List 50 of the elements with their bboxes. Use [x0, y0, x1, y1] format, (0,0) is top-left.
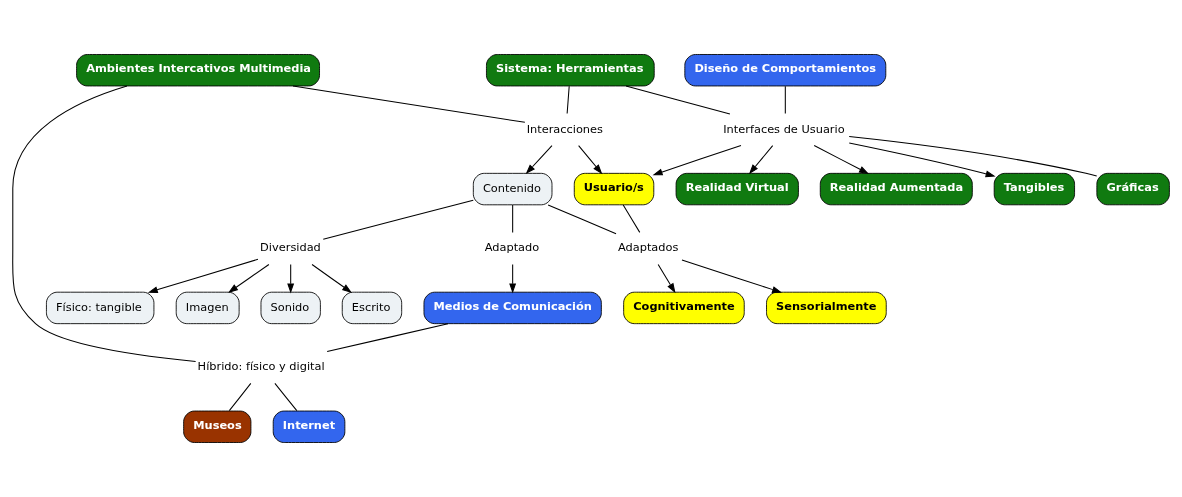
arrow	[525, 145, 553, 175]
connector	[625, 85, 731, 115]
node-box: Internet	[272, 410, 346, 443]
node-text: Interfaces de Usuario	[723, 121, 845, 136]
arrow	[813, 145, 869, 174]
arrow	[578, 145, 603, 175]
node-box: Museos	[183, 410, 252, 443]
node-box: Ambientes Intercativos Multimedia	[76, 54, 320, 87]
connector	[566, 85, 570, 115]
connector	[848, 136, 1098, 177]
arrow	[287, 264, 295, 294]
node-box: Diseño de Comportamientos	[684, 54, 887, 87]
node-box: Medios de Comunicación	[423, 291, 602, 325]
node-box: Sensorialmente	[766, 291, 887, 325]
node-box: Físico: tangible	[46, 291, 155, 325]
connector	[622, 204, 641, 233]
node-box: Sonido	[260, 291, 321, 325]
connector	[322, 199, 474, 240]
node-box: Cognitivamente	[623, 291, 745, 325]
connector	[512, 204, 514, 233]
node-box: Sistema: Herramientas	[486, 54, 655, 87]
connector	[547, 204, 617, 235]
node-box: Realidad Aumentada	[819, 172, 973, 206]
arrow	[681, 259, 783, 293]
arrow	[228, 264, 270, 293]
node-box: Imagen	[175, 291, 240, 325]
node-box: Escrito	[341, 291, 403, 325]
node-text: Diversidad	[260, 240, 321, 255]
connector	[784, 85, 786, 115]
node-box: Realidad Virtual	[675, 172, 799, 206]
node-box: Usuario/s	[573, 172, 655, 206]
arrow	[509, 264, 517, 294]
connector	[228, 382, 252, 412]
node-text: Interacciones	[526, 121, 603, 136]
arrow	[311, 264, 353, 293]
connector	[326, 323, 449, 353]
arrow	[848, 142, 996, 178]
connector	[12, 85, 197, 362]
node-text: Adaptados	[617, 240, 679, 255]
connector	[292, 85, 526, 123]
node-text: Híbrido: físico y digital	[197, 359, 325, 374]
node-text: Adaptado	[484, 240, 540, 255]
connector	[274, 382, 298, 412]
node-box: Tangibles	[993, 172, 1075, 206]
node-box: Gráficas	[1096, 172, 1170, 206]
arrow	[652, 144, 742, 176]
arrow	[748, 145, 774, 175]
arrow	[147, 258, 259, 294]
arrow	[657, 264, 676, 294]
node-box: Contenido	[472, 172, 553, 206]
